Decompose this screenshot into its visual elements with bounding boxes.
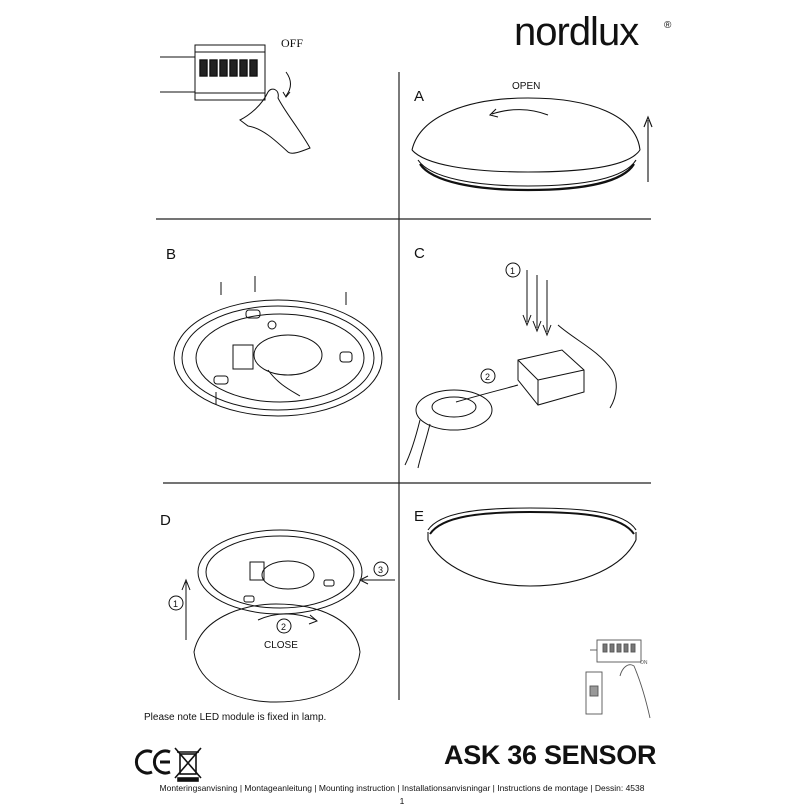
footer-languages: Monteringsanvisning | Montageanleitung |… bbox=[159, 783, 645, 793]
wiring-illustration bbox=[404, 262, 617, 469]
switch-on-illustration bbox=[585, 639, 651, 719]
brand-logo: nordlux bbox=[514, 10, 639, 54]
lamp-close-illustration bbox=[168, 529, 395, 703]
open-label: OPEN bbox=[512, 81, 541, 92]
step-c-marker-1: 1 bbox=[510, 266, 515, 276]
step-a-label: A bbox=[414, 88, 425, 105]
step-d-label: D bbox=[160, 512, 171, 529]
step-e-label: E bbox=[414, 508, 425, 525]
step-c-label: C bbox=[414, 245, 425, 262]
fuse-box-off-illustration bbox=[160, 44, 311, 154]
panel-dividers bbox=[156, 72, 651, 700]
close-label: CLOSE bbox=[264, 640, 298, 651]
lamp-mounted-illustration bbox=[427, 507, 637, 587]
on-label: ON bbox=[640, 660, 648, 666]
page-number: 1 bbox=[399, 796, 405, 806]
step-d-marker-2: 2 bbox=[281, 622, 286, 632]
off-label: OFF bbox=[281, 36, 303, 50]
mounting-base-illustration bbox=[173, 276, 383, 417]
step-c-marker-2: 2 bbox=[485, 372, 490, 382]
ce-mark-icon bbox=[134, 749, 171, 775]
product-name: ASK 36 SENSOR bbox=[444, 740, 657, 770]
registered-mark: ® bbox=[664, 20, 672, 31]
led-note: Please note LED module is fixed in lamp. bbox=[144, 712, 327, 723]
step-d-marker-3: 3 bbox=[378, 565, 383, 575]
weee-bin-icon bbox=[174, 747, 202, 782]
step-b-label: B bbox=[166, 246, 177, 263]
lamp-open-illustration bbox=[411, 97, 653, 192]
step-d-marker-1: 1 bbox=[173, 599, 178, 609]
